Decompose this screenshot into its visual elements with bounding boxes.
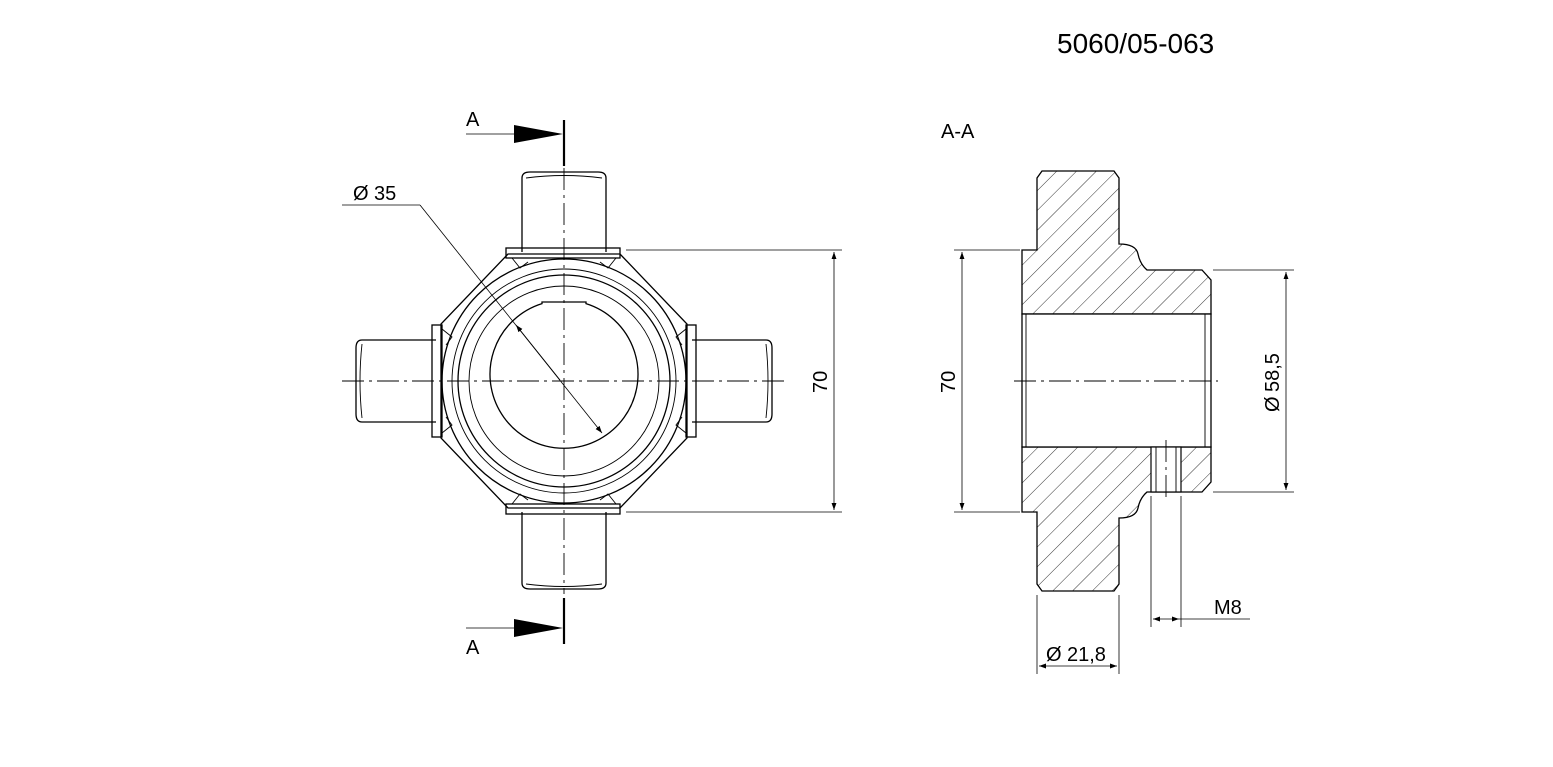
lower-wall-section bbox=[1021, 446, 1212, 592]
section-label-bottom: A bbox=[466, 637, 480, 659]
section-arrow-top bbox=[514, 125, 563, 143]
section-label-top: A bbox=[466, 109, 480, 131]
flange-diameter-label: 21,8 bbox=[1067, 644, 1106, 666]
keyed-bore bbox=[489, 301, 639, 449]
height-label-section: 70 bbox=[938, 371, 960, 393]
bottom-cap bbox=[505, 503, 621, 515]
section-arrow-bottom bbox=[514, 619, 563, 637]
bore-section bbox=[1021, 313, 1212, 448]
bore-diameter-symbol: Ø bbox=[353, 183, 369, 205]
top-cap bbox=[505, 247, 621, 259]
height-label-front: 70 bbox=[810, 371, 832, 393]
outer-diameter-label: 58,5 bbox=[1262, 353, 1284, 392]
drawing-number: 5060/05-063 bbox=[1057, 28, 1214, 59]
outer-diameter-symbol: Ø bbox=[1262, 396, 1284, 412]
flange-diameter-symbol: Ø bbox=[1046, 644, 1062, 666]
section-title: A-A bbox=[941, 121, 975, 143]
upper-wall-section bbox=[1021, 170, 1212, 315]
section-view: A-A 70 Ø 58,5 Ø 21,8 bbox=[938, 121, 1294, 674]
front-view: A A Ø 35 70 bbox=[342, 109, 842, 659]
thread-label: M8 bbox=[1214, 597, 1242, 619]
bore-diameter-label: 35 bbox=[374, 183, 396, 205]
